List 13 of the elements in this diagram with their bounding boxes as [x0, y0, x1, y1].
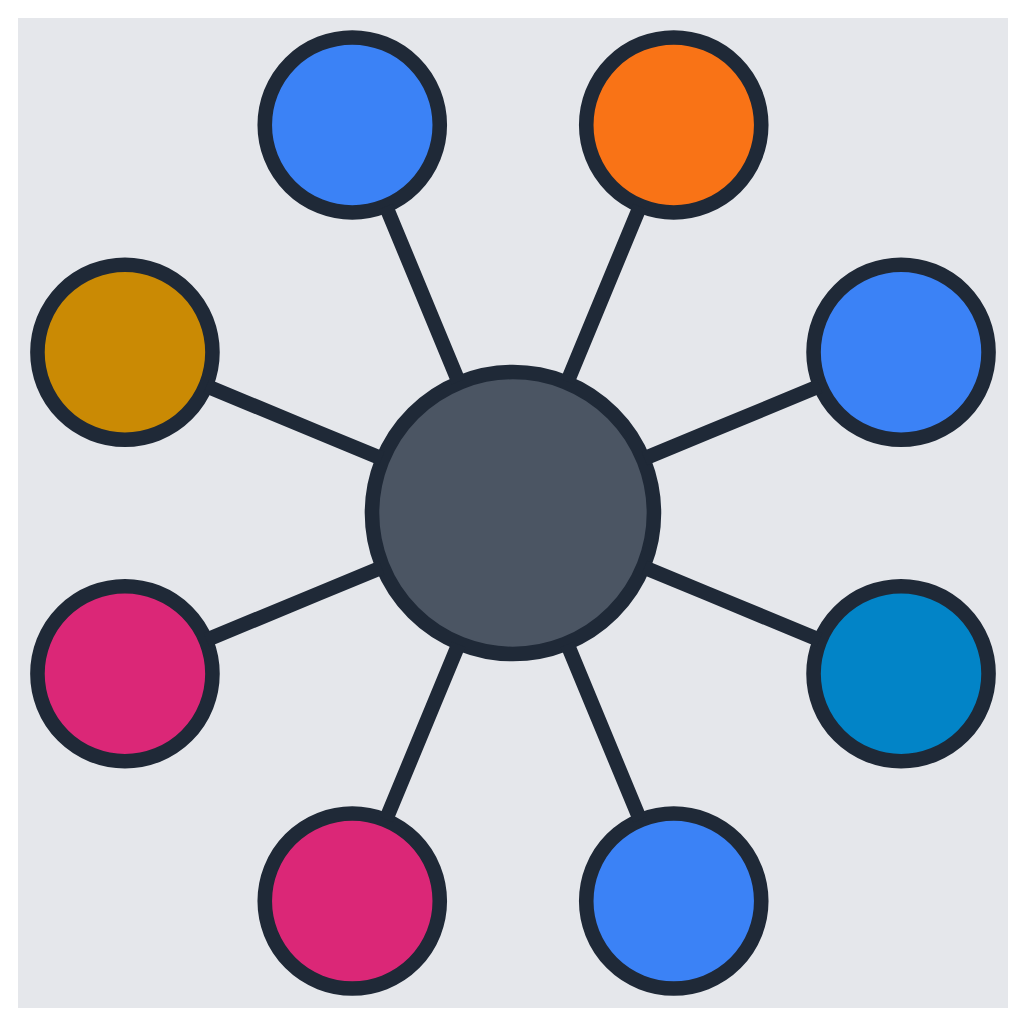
node-circle [577, 29, 768, 219]
node-circle [805, 577, 995, 768]
connector [640, 378, 822, 465]
connector [640, 559, 822, 646]
node-circle [29, 256, 219, 447]
node-circle [29, 577, 219, 768]
connector [378, 640, 465, 822]
node-circle [256, 805, 447, 995]
node-circle [805, 256, 995, 447]
node-circle [256, 29, 447, 219]
connector [559, 640, 646, 822]
node-circle [363, 363, 661, 661]
node-circle [577, 805, 768, 995]
